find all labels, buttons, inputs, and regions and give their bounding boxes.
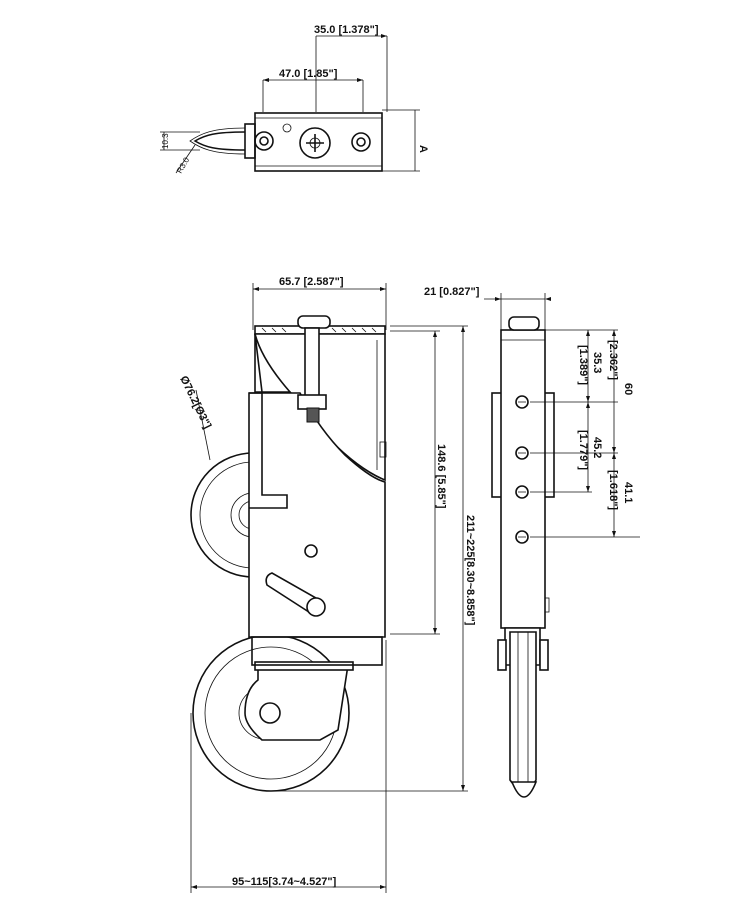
dim-35-label: 35.0 [1.378"] (314, 24, 379, 36)
dimension-overall-width: 95~115[3.74~4.527"] (190, 640, 387, 893)
end-view: 21 [0.827"] (424, 286, 640, 798)
dim-overall-width-label: 95~115[3.74~4.527"] (232, 876, 337, 888)
dim-45-2-label: 45.2 (591, 437, 603, 458)
wheel-side-strip: 10.3 R3.0 (160, 123, 256, 175)
small-hole (282, 123, 292, 133)
dim-41-1-in-label: [1.618"] (607, 470, 619, 510)
dimension-35: 35.0 [1.378"] (314, 24, 388, 112)
caster-fork (244, 664, 349, 741)
dim-wheel-dia-label: Ø76.2[Ø3"] (177, 374, 213, 431)
mounting-plate (254, 112, 383, 172)
end-hole-4 (515, 530, 529, 544)
top-view: 35.0 [1.378"] 47.0 [1.85"] A (160, 24, 429, 175)
bolt-head (508, 316, 540, 331)
dim-10-3-label: 10.3 (161, 133, 170, 149)
end-hole-3 (515, 485, 529, 499)
end-body (500, 329, 546, 629)
end-hole-1 (515, 395, 529, 409)
dim-60-label: 60 (622, 383, 634, 395)
plate-hole-left (254, 131, 274, 151)
dim-35-3-label: 35.3 (591, 352, 603, 373)
dim-35-3-in-label: [1.389"] (577, 345, 589, 385)
dimension-60: 60 [2.362"] (592, 330, 634, 454)
dim-r3-label: R3.0 (175, 155, 192, 175)
dim-60-in-label: [2.362"] (607, 340, 619, 380)
dimension-total-height: 211~225[8.30~8.858"] (272, 325, 476, 792)
dim-41-1-label: 41.1 (622, 482, 634, 503)
dim-45-2-in-label: [1.779"] (577, 430, 589, 470)
dim-body-height-label: 148.6 [5.85"] (435, 444, 447, 509)
center-bolt (299, 127, 331, 159)
dimension-45-2: 45.2 [1.779"] (530, 402, 603, 493)
lever-handle (265, 572, 326, 617)
dimension-148-6: 148.6 [5.85"] (390, 330, 447, 635)
body-hole (304, 544, 318, 558)
axle (259, 702, 281, 724)
end-hole-2 (515, 446, 529, 460)
dimension-41-1: 41.1 [1.618"] (607, 453, 634, 537)
dim-thickness-label: 21 [0.827"] (424, 286, 480, 298)
end-wheel-profile (497, 627, 549, 798)
side-view: 65.7 [2.587"] (177, 276, 476, 893)
dim-47-label: 47.0 [1.85"] (279, 68, 338, 80)
dim-width-label: 65.7 [2.587"] (279, 276, 344, 288)
plate-hole-right (351, 132, 371, 152)
dimension-65-7: 65.7 [2.587"] (252, 276, 387, 330)
dim-total-height-label: 211~225[8.30~8.858"] (464, 515, 476, 626)
section-label: A (417, 145, 429, 153)
dimension-47: 47.0 [1.85"] (262, 68, 364, 112)
dimension-21: 21 [0.827"] (424, 286, 551, 330)
vertical-bolt (297, 315, 331, 423)
dimension-35-3: 35.3 [1.389"] (577, 330, 603, 402)
